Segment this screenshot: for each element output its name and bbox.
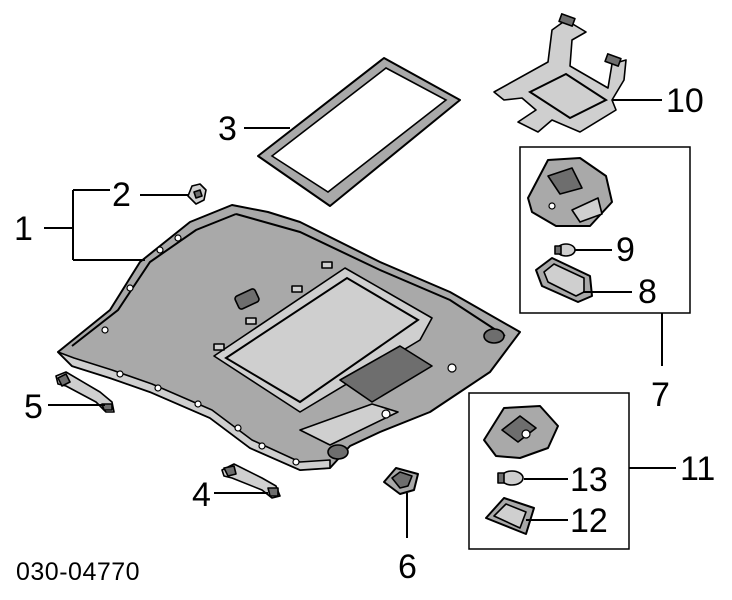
callout-2: 2 — [112, 176, 131, 214]
grip-bracket-part-5 — [55, 371, 115, 413]
callout-5: 5 — [24, 388, 43, 426]
callout-10: 10 — [666, 82, 704, 120]
room-lamp-group-box — [519, 146, 691, 314]
bulb-part-9 — [554, 243, 576, 257]
room-lamp-housing-part — [527, 157, 613, 227]
map-lamp-group-box — [468, 392, 630, 550]
callout-12: 12 — [570, 502, 608, 540]
callout-4: 4 — [192, 476, 211, 514]
callout-3: 3 — [218, 110, 237, 148]
callout-1: 1 — [14, 210, 33, 248]
callout-11: 11 — [680, 450, 715, 488]
lamp-lens-part-8 — [535, 257, 593, 303]
callout-6: 6 — [398, 548, 417, 586]
callout-labels: 1 2 3 4 5 6 7 8 9 10 11 12 13 — [14, 82, 715, 586]
grip-bracket-part-4 — [221, 463, 281, 499]
leader-lines — [44, 99, 676, 538]
sunroof-frame-part — [257, 57, 461, 207]
bulb-part-13 — [497, 470, 524, 486]
callout-8: 8 — [638, 273, 657, 311]
map-lamp-housing-part — [483, 405, 559, 459]
map-lamp-lens-part-6 — [383, 467, 419, 495]
callout-13: 13 — [570, 461, 608, 499]
lamp-bracket-part — [493, 13, 627, 133]
callout-7: 7 — [651, 376, 670, 414]
headlining-part — [57, 204, 521, 471]
lamp-lens-part-12 — [485, 497, 535, 535]
clip-part — [187, 183, 207, 205]
part-code: 030-04770 — [16, 558, 140, 586]
callout-9: 9 — [616, 231, 635, 269]
